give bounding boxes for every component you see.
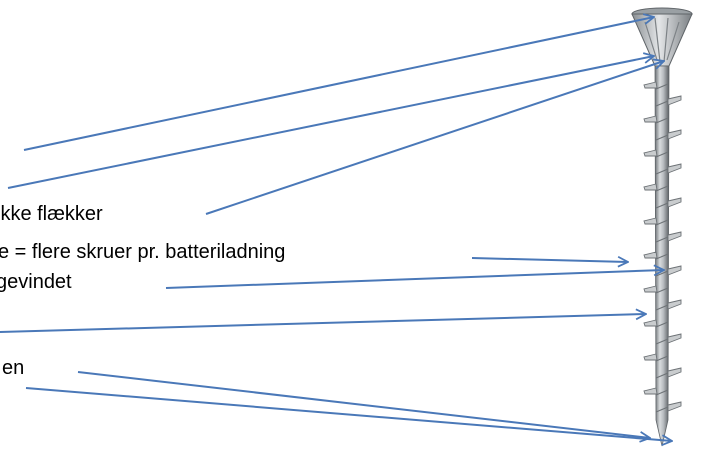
thread-fin (643, 115, 658, 123)
thread-fin (643, 387, 658, 395)
thread-helix (655, 406, 669, 413)
thread-helix (655, 287, 669, 294)
thread-helix (655, 321, 669, 328)
thread-helix (655, 100, 669, 107)
thread-helix (655, 134, 669, 141)
label-thread: gevindet (0, 271, 72, 293)
thread-fin (667, 129, 682, 140)
thread-fin (643, 251, 658, 259)
thread-fin (667, 401, 682, 412)
thread-helix (655, 389, 669, 396)
thread-fin (643, 183, 658, 191)
arrow-2 (7, 56, 654, 189)
arrow-5 (165, 270, 664, 289)
label-no-splitting: ikke flækker (0, 203, 103, 225)
thread-fin (643, 319, 658, 327)
arrow-1 (23, 17, 654, 151)
arrow-7 (77, 371, 650, 438)
arrow-6 (0, 314, 646, 333)
thread-fin (667, 197, 682, 208)
label-more-screws-per-charge: e = flere skruer pr. batteriladning (0, 241, 286, 263)
thread-fin (667, 95, 682, 106)
thread-fin (667, 299, 682, 310)
thread-fin (643, 285, 658, 293)
screw-illustration (631, 7, 693, 447)
thread-helix (655, 236, 669, 243)
thread-fin (667, 163, 682, 174)
thread-helix (655, 338, 669, 345)
thread-fin (643, 353, 658, 361)
thread-helix (655, 151, 669, 158)
screw-head-ribs (644, 17, 680, 63)
thread-helix (655, 185, 669, 192)
arrow-8 (25, 387, 672, 441)
arrows (0, 17, 672, 441)
label-truncated: en (2, 357, 25, 379)
thread-helix (655, 219, 669, 226)
arrow-4 (471, 258, 628, 262)
thread-fin (643, 81, 658, 89)
thread-fin (667, 231, 682, 242)
thread-fin (667, 367, 682, 378)
thread-fin (643, 149, 658, 157)
thread-helix (655, 355, 669, 362)
thread-helix (655, 202, 669, 209)
thread-fin (667, 265, 682, 276)
thread-helix (655, 168, 669, 175)
thread-helix (655, 83, 669, 90)
thread-fin (643, 217, 658, 225)
thread-helix (655, 117, 669, 124)
thread-helix (655, 253, 669, 260)
thread-fin (667, 333, 682, 344)
arrow-3 (205, 61, 664, 215)
thread-helix (655, 304, 669, 311)
thread-helix (655, 372, 669, 379)
screw-threads (643, 81, 682, 413)
